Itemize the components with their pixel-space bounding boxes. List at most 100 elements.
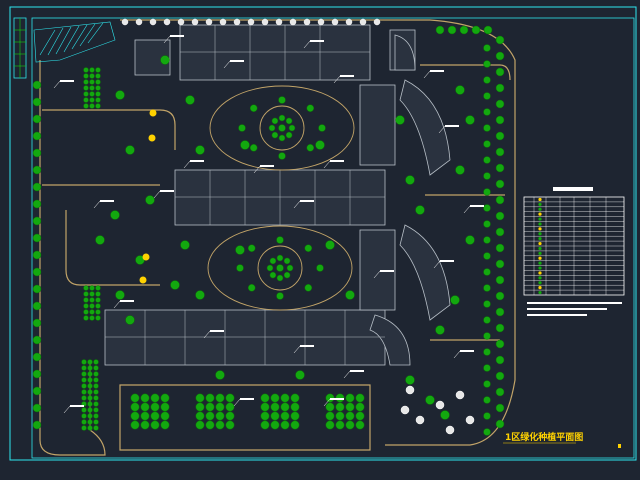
annotation-leader [60,80,74,82]
tree-symbol [270,411,280,421]
building-grid [105,25,385,365]
tree-symbol [303,18,311,26]
tree-symbol [235,245,245,255]
tree-symbol [89,91,95,97]
leader-line [163,35,171,44]
tree-symbol [32,216,42,226]
tree-symbol [269,271,277,279]
annotation-leader [445,125,459,127]
tree-symbol [225,420,235,430]
tree-symbol [268,124,276,132]
tree-symbol [290,402,300,412]
tree-symbol [495,35,505,45]
tree-symbol [276,254,284,262]
tree-symbol [93,425,99,431]
tree-symbol [240,140,250,150]
tree-symbol [140,420,150,430]
legend-symbol [538,232,542,236]
tree-symbol [81,395,87,401]
tree-symbol [205,393,215,403]
annotation-leader [210,330,224,332]
tree-symbol [32,199,42,209]
tree-symbol [150,411,160,421]
tree-symbol [81,359,87,365]
annotation-leader [260,165,274,167]
tree-symbol [32,318,42,328]
tree-symbol [89,103,95,109]
tree-symbol [180,240,190,250]
tree-symbol [145,195,155,205]
tree-symbol [83,79,89,85]
tree-symbol [89,67,95,73]
tree-symbol [160,402,170,412]
tree-symbol [160,55,170,65]
tree-symbol [160,411,170,421]
tree-symbol [280,393,290,403]
tree-symbol [195,402,205,412]
binding-strip [13,17,27,79]
legend-symbol [538,246,542,251]
tree-symbol [89,291,95,297]
tree-symbol [355,402,365,412]
tree-symbol [89,309,95,315]
inner-frame [31,17,635,459]
tree-symbol [83,97,89,103]
tree-symbol [95,315,101,321]
tree-symbol [195,393,205,403]
tree-symbol [495,403,505,413]
tree-symbol [459,25,469,35]
tree-symbol [276,292,284,300]
legend-symbol [538,276,542,280]
annotation-leader [120,300,134,302]
tree-symbol [345,393,355,403]
tree-symbol [495,99,505,109]
tree-symbol [335,420,345,430]
tree-symbol [32,267,42,277]
tree-symbol [495,179,505,189]
annotation-leader [310,40,324,42]
tree-symbol [95,85,101,91]
plazas [207,85,355,311]
tree-symbol [465,415,475,425]
tree-symbol [32,352,42,362]
tree-symbol [225,393,235,403]
tree-symbol [288,124,296,132]
tree-symbol [278,124,286,132]
tree-symbol [495,307,505,317]
tree-symbol [93,359,99,365]
tree-symbol [483,108,491,116]
tree-symbol [435,400,445,410]
leader-line [343,370,351,379]
tree-symbol [205,411,215,421]
tree-symbol [266,264,274,272]
tree-symbol [483,284,491,292]
annotation-leader [350,370,364,372]
leader-line [433,260,441,269]
tree-symbol [233,18,241,26]
legend-symbol [538,290,542,295]
tree-symbol [205,402,215,412]
tree-symbol [32,114,42,124]
tree-symbol [95,297,101,303]
tree-symbol [270,420,280,430]
tree-symbol [236,264,244,272]
tree-symbol [447,25,457,35]
annotation-leader [380,270,394,272]
tree-symbol [125,315,135,325]
annotation-leader [330,160,344,162]
tree-symbol [495,227,505,237]
tree-symbol [495,195,505,205]
tree-symbol [260,393,270,403]
parking-hatch [33,21,116,63]
annotation-leader [440,260,454,262]
tree-symbol [87,389,93,395]
leader-line [153,190,161,199]
tree-symbol [345,402,355,412]
annotation-leader [230,60,244,62]
legend-symbol [538,261,542,265]
tree-symbol [81,377,87,383]
tree-symbol [83,303,89,309]
tree-symbol [32,182,42,192]
tree-symbol [93,377,99,383]
tree-symbol [440,410,450,420]
